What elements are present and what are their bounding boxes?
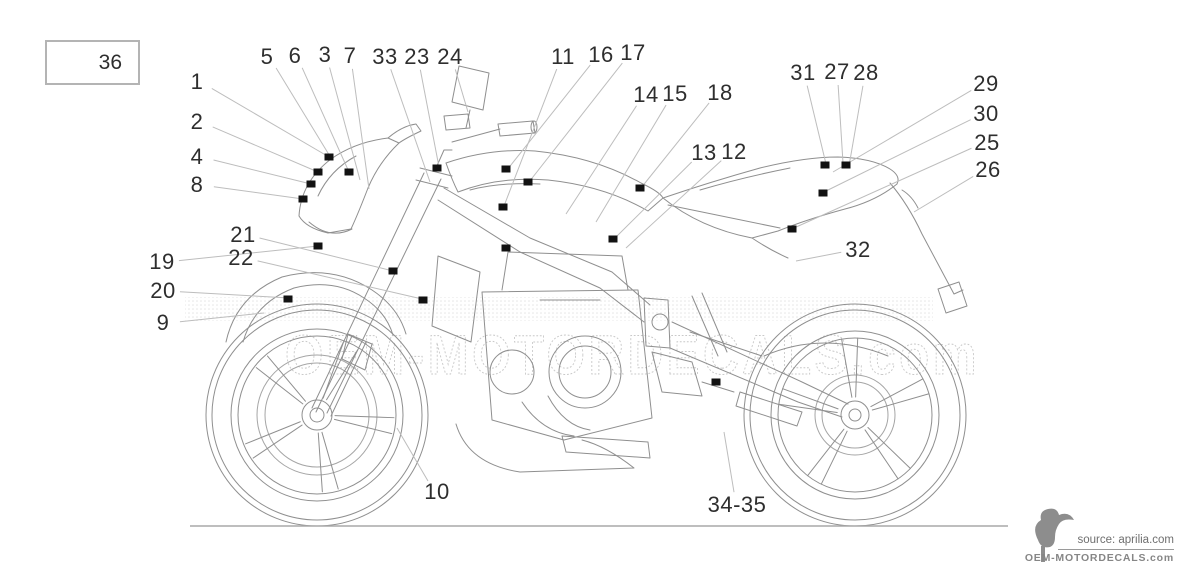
- leader-line-31: [806, 85, 827, 165]
- front-wheel: [205, 303, 429, 527]
- decal-marker: [635, 184, 645, 192]
- decal-marker: [787, 225, 797, 233]
- leader-line-9: [179, 312, 265, 323]
- leader-line-34-35: [723, 431, 735, 493]
- leader-line-20: [179, 291, 290, 299]
- motorcycle-body: [205, 65, 968, 527]
- leader-line-24: [454, 69, 469, 113]
- leader-line-7: [351, 68, 370, 190]
- leader-line-19: [178, 245, 319, 262]
- decal-marker: [283, 295, 293, 303]
- leader-line-12: [625, 160, 722, 249]
- legend-box-label: 36: [98, 50, 122, 74]
- leader-line-21: [259, 237, 394, 272]
- leader-line-27: [837, 84, 844, 164]
- leader-line-6: [301, 67, 350, 173]
- leader-line-15: [595, 104, 667, 223]
- decal-marker: [501, 165, 511, 173]
- halftone-band: [185, 297, 933, 321]
- leader-line-33: [390, 69, 431, 183]
- leader-line-30: [823, 119, 971, 193]
- source-label: source: aprilia.com: [1077, 534, 1174, 546]
- leader-line-16: [506, 64, 591, 171]
- decal-marker: [820, 161, 830, 169]
- watermark-text: OEM-MOTORDECALS.com: [285, 323, 980, 386]
- leader-line-28: [848, 85, 864, 167]
- decal-marker: [298, 195, 308, 203]
- decal-marker: [711, 378, 721, 386]
- brand-logo-icon: [1035, 508, 1074, 562]
- leader-line-8: [213, 186, 304, 200]
- decal-marker: [418, 296, 428, 304]
- leader-line-5: [275, 67, 332, 159]
- decal-marker: [501, 244, 511, 252]
- legend-box-36: 36: [45, 40, 140, 85]
- decal-marker: [498, 203, 508, 211]
- footer-divider: [1058, 549, 1174, 550]
- decal-marker: [344, 168, 354, 176]
- leader-line-2: [212, 126, 319, 173]
- leader-line-29: [832, 90, 972, 173]
- leader-line-17: [528, 62, 623, 183]
- leader-line-25: [793, 147, 972, 229]
- leader-line-18: [640, 102, 710, 189]
- decal-marker: [432, 164, 442, 172]
- brand-label: OEM-MOTORDECALS.com: [1024, 552, 1174, 564]
- decal-marker: [608, 235, 618, 243]
- leader-line-3: [329, 67, 361, 181]
- leader-line-14: [565, 105, 637, 215]
- decal-marker: [306, 180, 316, 188]
- leader-line-13: [613, 161, 693, 240]
- leader-line-4: [213, 159, 312, 185]
- decal-marker: [523, 178, 533, 186]
- leader-line-22: [257, 260, 423, 300]
- decal-marker: [388, 267, 398, 275]
- decal-marker: [841, 161, 851, 169]
- decal-marker: [818, 189, 828, 197]
- leader-lines-and-markers: [178, 62, 974, 493]
- leader-line-11: [503, 68, 558, 207]
- leader-line-1: [211, 87, 330, 158]
- decal-marker: [313, 242, 323, 250]
- decal-marker: [324, 153, 334, 161]
- leader-line-26: [913, 175, 974, 213]
- leader-line-32: [795, 251, 842, 262]
- leader-line-23: [419, 69, 440, 168]
- decal-marker: [313, 168, 323, 176]
- leader-line-10: [396, 427, 429, 482]
- footer-attribution: source: aprilia.com OEM-MOTORDECALS.com: [1025, 534, 1174, 564]
